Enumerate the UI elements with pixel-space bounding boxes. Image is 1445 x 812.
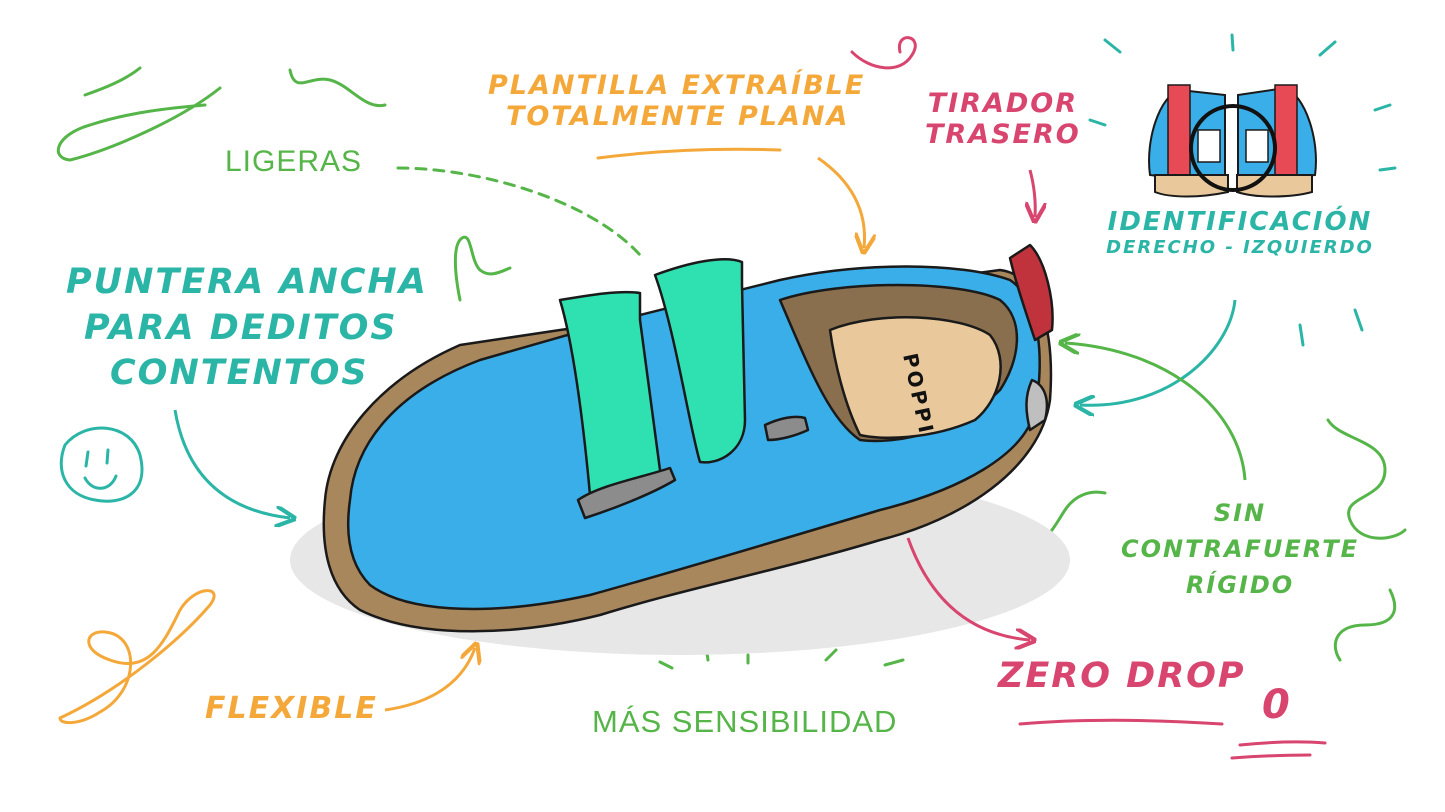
ligeras-arrow xyxy=(396,166,642,257)
teal-sparkle-lines xyxy=(1088,33,1397,347)
velcro-strap-back xyxy=(653,258,747,464)
flexible-arrow xyxy=(384,648,475,712)
label-sin-contrafuerte: SIN CONTRAFUERTE RÍGIDO xyxy=(1120,495,1360,603)
identificacion-arrow xyxy=(1080,299,1237,405)
label-identificacion: IDENTIFICACIÓN DERECHO - IZQUIERDO xyxy=(1105,207,1375,259)
small-green-doodle xyxy=(453,235,512,302)
label-zero-digit: 0 xyxy=(1262,682,1292,728)
label-flexible: FLEXIBLE xyxy=(205,691,378,726)
pink-underlines xyxy=(1018,718,1327,760)
tirador-arrow xyxy=(1030,169,1035,217)
strap-slot-back xyxy=(763,415,810,442)
label-puntera-line2: PARA DEDITOS xyxy=(84,307,398,348)
label-puntera-line1: PUNTERA ANCHA xyxy=(66,262,428,302)
orange-underline xyxy=(596,147,782,160)
plantilla-arrow xyxy=(817,156,865,248)
identification-inset xyxy=(1148,84,1317,198)
label-identificacion-line2: DERECHO - IZQUIERDO xyxy=(1106,236,1374,258)
label-tirador-line1: TIRADOR xyxy=(927,88,1079,119)
label-sin-line2: CONTRAFUERTE xyxy=(1121,535,1359,563)
leaf-doodle-icon xyxy=(57,66,387,162)
infinity-doodle-icon xyxy=(58,589,216,725)
label-plantilla-line2: TOTALMENTE PLANA xyxy=(506,101,850,133)
label-puntera-line3: CONTENTOS xyxy=(110,353,369,393)
shoe-insole xyxy=(828,316,1002,439)
label-ligeras: LIGERAS xyxy=(225,145,363,178)
label-identificacion-line1: IDENTIFICACIÓN xyxy=(1107,207,1373,237)
smiley-face-icon xyxy=(59,426,144,503)
heart-doodle-icon xyxy=(850,36,917,70)
shoe-illustration xyxy=(322,243,1054,633)
pull-tab xyxy=(1008,243,1054,342)
label-plantilla-line1: PLANTILLA EXTRAÍBLE xyxy=(488,70,866,101)
label-tirador-line2: TRASERO xyxy=(925,119,1081,151)
label-zero-drop: ZERO DROP xyxy=(998,656,1246,696)
label-puntera: PUNTERA ANCHA PARA DEDITOS CONTENTOS xyxy=(66,260,428,397)
label-tirador: TIRADOR TRASERO xyxy=(925,88,1081,150)
label-plantilla: PLANTILLA EXTRAÍBLE TOTALMENTE PLANA xyxy=(488,70,865,132)
label-sin-line3: RÍGIDO xyxy=(1185,571,1295,599)
strap-slot-front xyxy=(576,466,677,520)
puntera-arrow xyxy=(173,409,290,518)
sin-contrafuerte-arrow xyxy=(1065,343,1247,481)
label-mas-sensibilidad: MÁS SENSIBILIDAD xyxy=(592,704,898,739)
label-sin-line1: SIN xyxy=(1213,499,1267,527)
zero-drop-arrow xyxy=(906,537,1030,640)
heel-tab xyxy=(1025,378,1049,432)
